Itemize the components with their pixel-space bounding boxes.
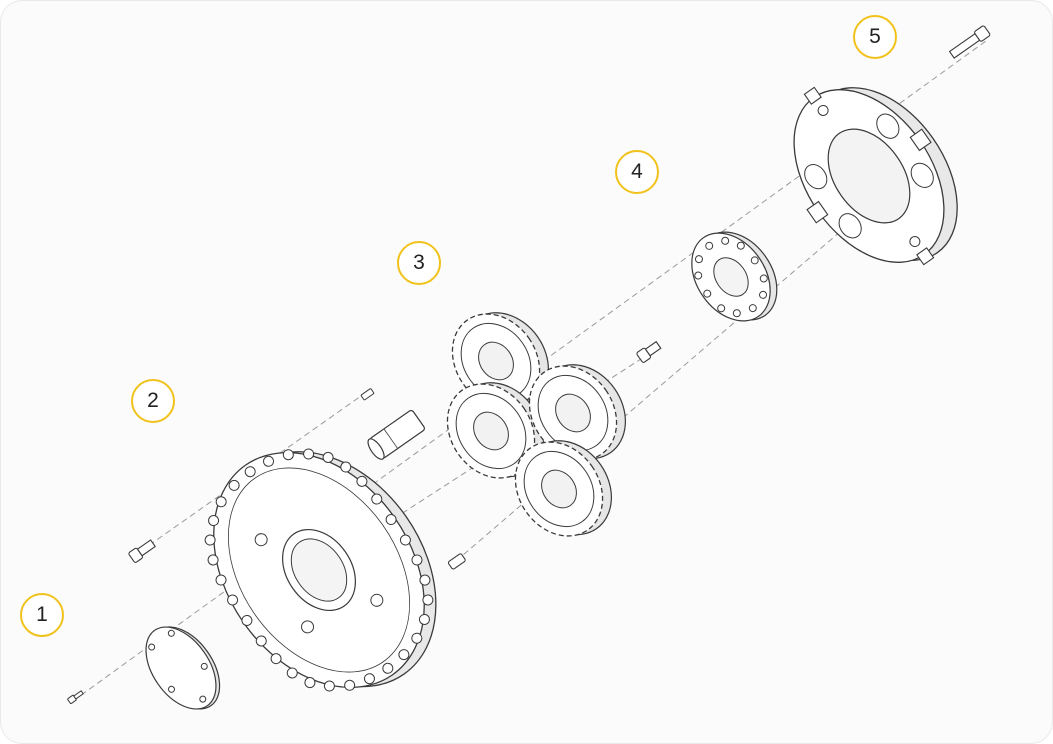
planet-gear-bottom [514,440,612,537]
planet-gear-left [446,382,544,479]
callout-4[interactable]: 4 [615,150,659,194]
part-3-planet-gears[interactable] [365,293,643,557]
part-2-ring-gear[interactable] [128,388,479,733]
part-4-flange[interactable] [636,215,793,363]
part-5-carrier[interactable] [752,25,991,301]
planet-gear-right [528,364,626,461]
part-1-cover-plate[interactable] [67,613,234,724]
callout-3[interactable]: 3 [397,241,441,285]
callout-5[interactable]: 5 [853,15,897,59]
callout-2[interactable]: 2 [131,379,175,423]
callout-1[interactable]: 1 [20,593,64,637]
